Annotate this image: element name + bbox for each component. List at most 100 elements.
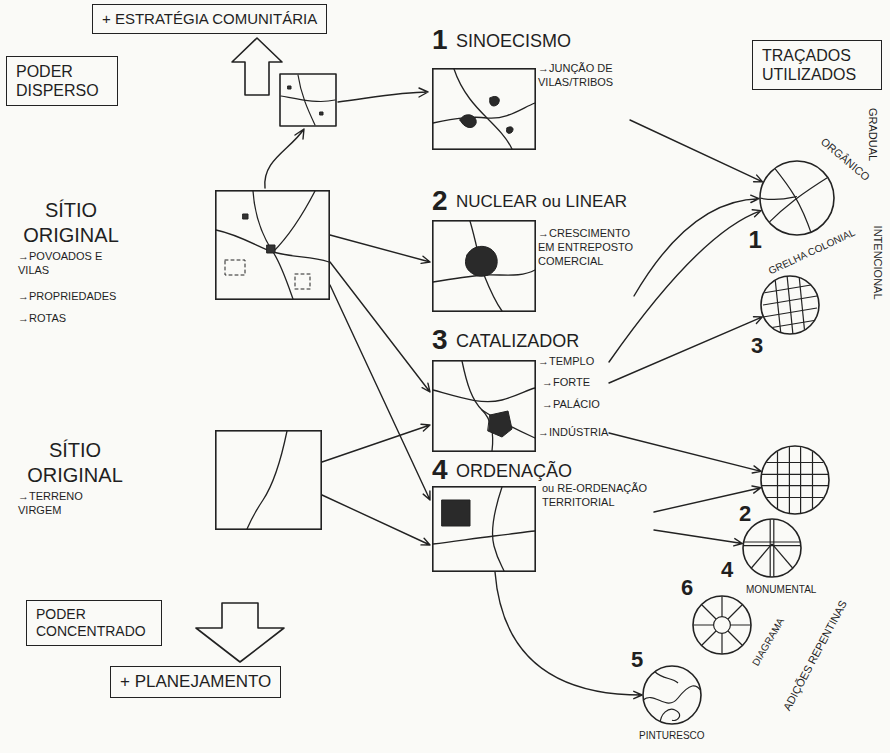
street-pattern <box>800 445 801 515</box>
callout-number: 3 <box>751 332 763 360</box>
typology-panel: 1SINOECISMO→JUNÇÃO DE VILAS/TRIBOS <box>430 22 630 150</box>
connector-arrow <box>322 424 430 462</box>
street-pattern <box>714 617 731 634</box>
street-pattern <box>721 633 722 655</box>
connector-arrow <box>330 235 430 263</box>
callout-number: 4 <box>721 556 733 584</box>
street-pattern <box>728 604 743 619</box>
street-pattern <box>742 541 802 542</box>
leader-arrow <box>338 88 428 102</box>
circle-label: MONUMENTAL <box>746 584 816 597</box>
map-sketch <box>432 68 536 150</box>
power-box: PODER CONCENTRADO <box>26 600 162 646</box>
pattern-group <box>760 445 830 515</box>
street-pattern <box>760 497 830 498</box>
panel-note: →INDÚSTRIA <box>538 426 608 440</box>
layout-circle: 6DIAGRAMA <box>692 595 752 655</box>
panel-note: →PALÁCIO <box>542 398 600 412</box>
map-feature <box>273 191 315 252</box>
map-frame <box>433 487 535 571</box>
site-note: →TERRENO VIRGEM <box>18 490 98 518</box>
callout-number: 5 <box>631 646 643 674</box>
callout-number: 6 <box>681 574 693 602</box>
street-pattern <box>721 595 722 617</box>
circle-outline <box>760 445 830 515</box>
strategy-box: + ESTRATÉGIA COMUNITÁRIA <box>92 4 327 34</box>
street-pattern <box>760 485 830 486</box>
map-sketch <box>432 360 536 452</box>
circle-outline <box>693 596 751 654</box>
typology-panel: 4ORDENAÇÃOou RE-ORDENAÇÃO TERRITORIAL <box>430 452 654 572</box>
layout-circle: 1ORGÂNICO <box>759 160 835 236</box>
map-feature <box>225 260 245 275</box>
map-frame <box>433 69 535 149</box>
circle-label: ORGÂNICO <box>818 135 873 184</box>
map-feature <box>267 245 275 253</box>
typology-panel: 2NUCLEAR ou LINEAR→CRESCIMENTO EM ENTREP… <box>430 183 634 312</box>
street-pattern <box>742 545 802 546</box>
circle-outline <box>642 665 702 725</box>
callout-number: 2 <box>739 500 751 528</box>
street-pattern <box>770 518 771 578</box>
connector-arrow <box>609 210 761 362</box>
callout-number: 4 <box>432 452 448 487</box>
map-feature <box>482 410 535 438</box>
map-frame <box>433 221 535 311</box>
pattern-group <box>742 518 802 578</box>
connector-arrow <box>330 262 430 392</box>
map-sketch <box>432 486 536 572</box>
map-feature <box>433 531 535 544</box>
circle-outline <box>643 666 701 724</box>
street-pattern <box>760 462 830 463</box>
circle-label: GRELHA COLONIAL <box>767 226 857 277</box>
map-feature <box>454 69 512 149</box>
pattern-group <box>692 595 752 655</box>
connector-arrow <box>630 120 763 182</box>
street-pattern <box>701 631 716 646</box>
street-pattern <box>812 445 813 515</box>
street-pattern <box>787 275 793 335</box>
circle-outline <box>760 275 820 335</box>
street-pattern <box>763 284 817 293</box>
site-note: →ROTAS <box>18 312 66 326</box>
pattern-clip <box>642 671 702 725</box>
connector-arrow <box>654 530 742 546</box>
layout-circle: 3GRELHA COLONIAL <box>760 275 820 335</box>
map-feature <box>506 127 513 134</box>
map-feature <box>433 388 535 402</box>
map-feature <box>295 274 310 289</box>
map-feature <box>247 431 287 529</box>
panel-title: NUCLEAR ou LINEAR <box>456 191 627 212</box>
site-panel: SÍTIO ORIGINAL→TERRENO VIRGEM <box>15 430 322 530</box>
street-pattern <box>789 445 790 515</box>
pattern-clip <box>760 445 830 515</box>
connector-arrow <box>495 572 642 699</box>
callout-number: 3 <box>432 322 448 357</box>
circle-label: DIAGRAMA <box>749 616 786 668</box>
box-label: PODER CONCENTRADO <box>36 606 152 640</box>
street-pattern <box>701 604 716 619</box>
street-pattern <box>730 624 752 625</box>
legend-title-box: TRAÇADOS UTILIZADOS <box>752 40 882 90</box>
circle-outline <box>742 518 802 578</box>
map-feature <box>433 103 535 123</box>
circle-label: PINTURESCO <box>639 730 705 743</box>
connector-arrow <box>634 195 759 296</box>
circle-outline <box>761 446 829 514</box>
street-pattern <box>760 474 830 475</box>
map-sketch <box>215 190 330 300</box>
street-pattern <box>774 168 812 236</box>
box-label: PODER DISPERSO <box>16 62 108 100</box>
callout-number: 2 <box>432 183 448 218</box>
side-note: INTENCIONAL <box>870 225 883 299</box>
site-title: SÍTIO ORIGINAL <box>15 198 127 248</box>
map-frame <box>433 361 535 451</box>
street-pattern <box>775 278 781 335</box>
street-pattern <box>728 631 743 646</box>
side-note: ADIÇÕES REPENTINAS <box>780 598 849 713</box>
connector-arrow <box>322 495 430 545</box>
connector-arrow <box>609 433 761 473</box>
pattern-group <box>642 671 702 725</box>
up-block-arrow <box>232 38 282 95</box>
